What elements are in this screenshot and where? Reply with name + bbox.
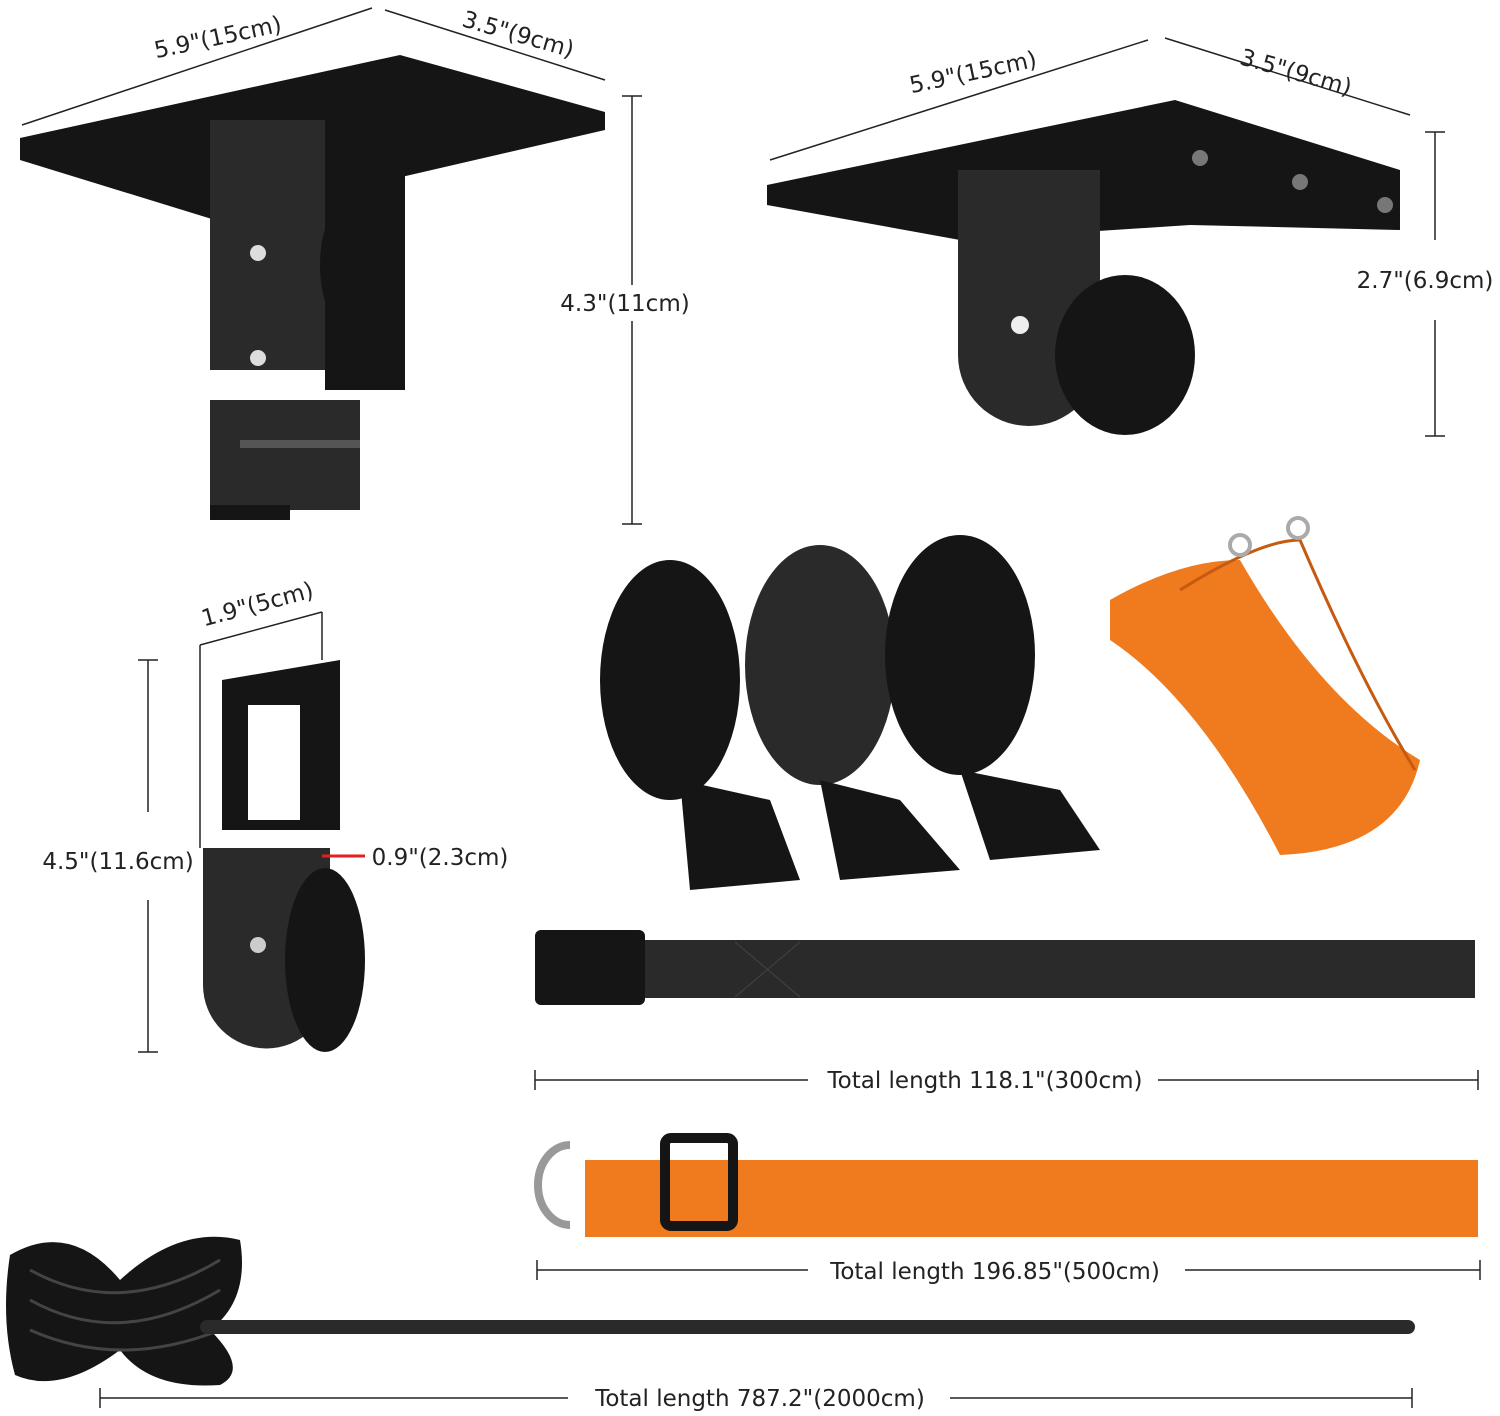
rolled-buckle-straps — [600, 535, 1100, 890]
pulley-width-label: 1.9"(5cm) — [199, 578, 317, 633]
pulley-height-label: 4.5"(11.6cm) — [42, 849, 193, 875]
orange-strap-length-label: Total length 196.85"(500cm) — [829, 1259, 1160, 1285]
bracket2-width-label: 5.9"(15cm) — [907, 47, 1039, 99]
rope-length-label: Total length 787.2"(2000cm) — [594, 1386, 925, 1412]
orange-d-ring-strap — [534, 1133, 1478, 1237]
pulley-thickness-label: 0.9"(2.3cm) — [372, 845, 509, 871]
rope-dimension-line — [99, 1388, 1413, 1408]
bracket1-width-label: 5.9"(15cm) — [152, 12, 284, 64]
black-rope-coil — [6, 1236, 1415, 1386]
bracket2-depth-label: 3.5"(9cm) — [1237, 45, 1355, 102]
bracket2-dimension-lines — [769, 37, 1445, 437]
black-strap-dimension-line — [534, 1070, 1479, 1090]
bracket2-height-label: 2.7"(6.9cm) — [1357, 268, 1494, 294]
orange-strap-bundle — [1110, 516, 1420, 855]
ceiling-pulley-bracket-swivel — [20, 55, 605, 520]
bracket1-height-label: 4.3"(11cm) — [560, 291, 689, 317]
pulley-dimension-lines — [138, 611, 323, 1053]
black-buckle-strap — [535, 930, 1475, 1005]
bracket1-depth-label: 3.5"(9cm) — [459, 7, 577, 64]
orange-strap-dimension-line — [536, 1260, 1481, 1280]
ceiling-pulley-bracket-fixed — [767, 100, 1400, 435]
black-strap-length-label: Total length 118.1"(300cm) — [827, 1068, 1143, 1094]
pulley-block — [203, 660, 365, 1052]
